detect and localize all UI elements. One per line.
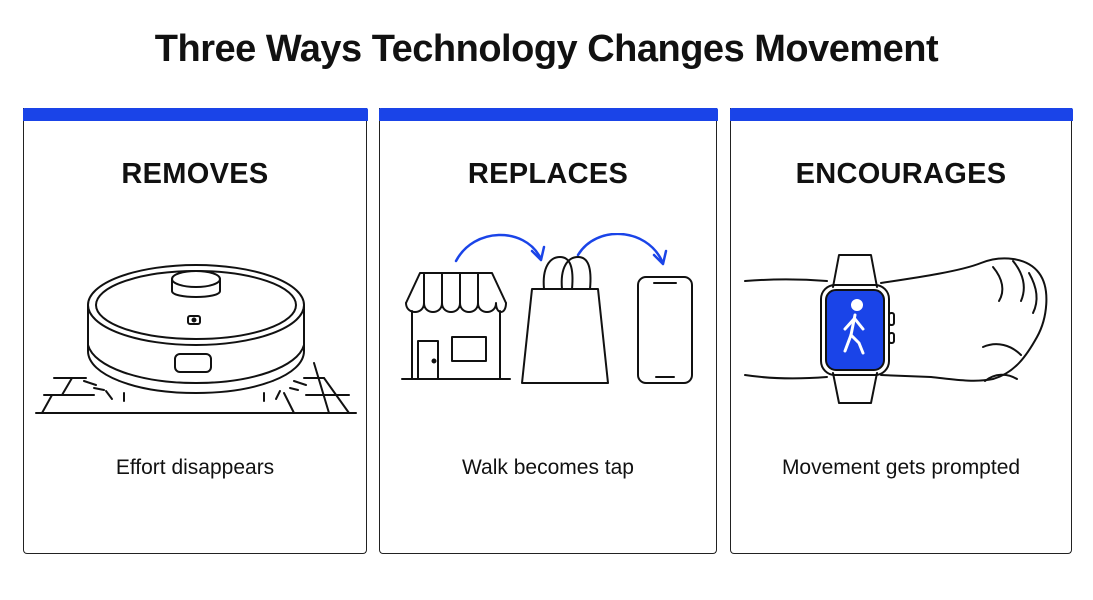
panel-replaces: REPLACES: [378, 108, 718, 554]
curved-arrow-icon: [454, 233, 668, 266]
robot-vacuum-icon: [35, 264, 357, 414]
panel-accent-bar: [378, 108, 718, 121]
storefront-icon: [401, 272, 511, 380]
panel-accent-bar: [729, 108, 1073, 121]
smartphone-icon: [637, 276, 693, 384]
panel-removes: REMOVES: [22, 108, 368, 554]
panel-caption: Walk becomes tap: [462, 456, 634, 479]
smartwatch-icon: [820, 254, 895, 404]
panel-heading: REMOVES: [121, 158, 269, 190]
walking-person-icon: [843, 299, 865, 355]
panel-caption: Effort disappears: [115, 456, 275, 479]
panel-encourages: ENCOURAGES: [729, 108, 1073, 554]
panel-accent-bar: [22, 108, 368, 121]
panel-heading: ENCOURAGES: [795, 158, 1007, 190]
panel-caption: Movement gets prompted: [781, 456, 1021, 479]
page-title: Three Ways Technology Changes Movement: [154, 28, 939, 70]
wrist-icon: [744, 257, 1048, 382]
panel-heading: REPLACES: [467, 158, 629, 190]
shopping-bag-icon: [521, 256, 609, 384]
